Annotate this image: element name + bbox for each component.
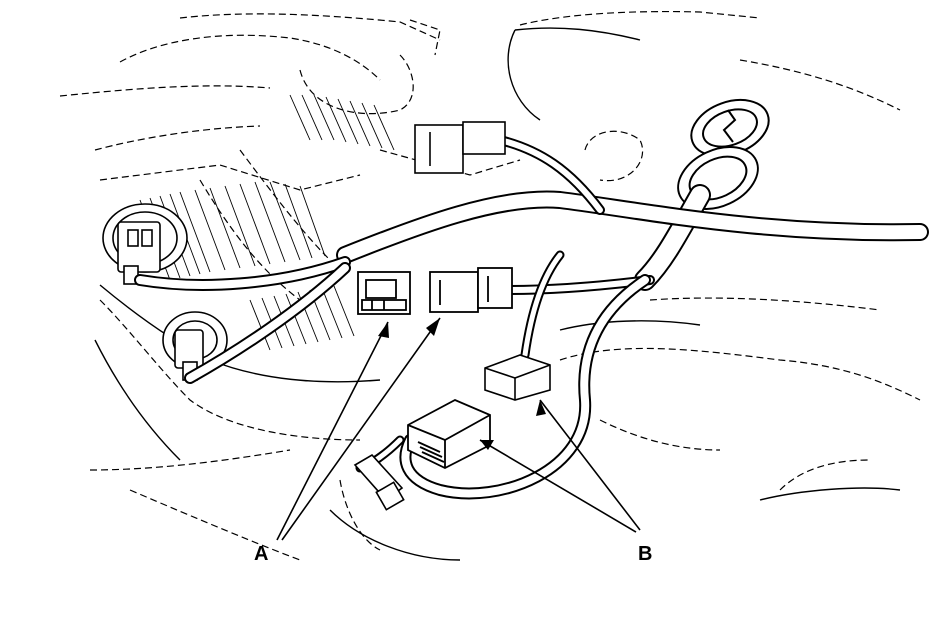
connector-b-small <box>484 354 551 401</box>
upper-bulb-socket <box>102 203 188 285</box>
lower-left-plug <box>353 453 405 511</box>
top-connector <box>414 121 506 174</box>
callout-a: A <box>254 543 268 565</box>
body-panel-outlines <box>59 10 921 561</box>
wire-harness <box>134 135 929 500</box>
connector-a2 <box>429 267 513 313</box>
leader-arrowheads <box>378 318 546 450</box>
leader-lines <box>276 317 641 541</box>
callout-b: B <box>638 543 652 565</box>
connector-b-large <box>407 399 491 470</box>
connector-a1 <box>357 271 411 315</box>
